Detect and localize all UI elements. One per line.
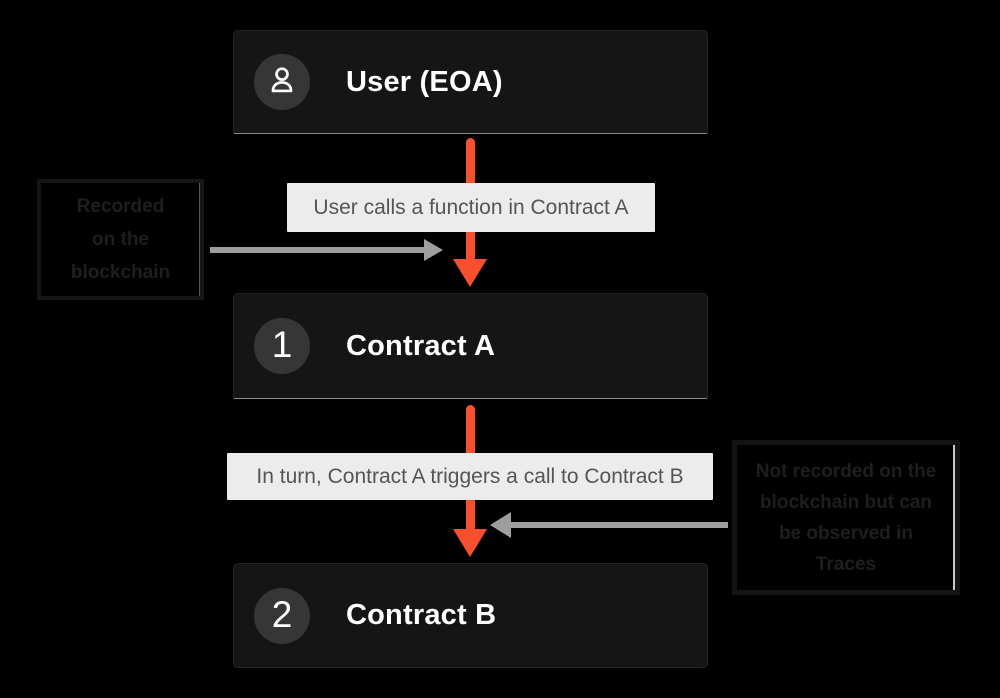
step-number: 1 — [271, 324, 293, 365]
annotation-line: Not recorded on the — [755, 460, 937, 482]
step-badge-2: 2 — [254, 587, 310, 644]
annotation-line: be observed in — [778, 522, 914, 544]
person-icon — [266, 64, 298, 101]
annotation-arrow-right-shaft — [511, 522, 728, 528]
step-number: 2 — [271, 593, 293, 635]
annotation-line: blockchain — [70, 262, 171, 283]
step-badge-1: 1 — [254, 318, 310, 374]
annotation-arrow-right-arrowhead-icon — [490, 512, 511, 538]
annotation-line: on the — [92, 229, 149, 250]
user-avatar — [254, 54, 310, 110]
flow-label-2: In turn, Contract A triggers a call to C… — [227, 453, 713, 500]
node-contract-a: 1 Contract A — [233, 293, 708, 399]
flow-label-2-text: In turn, Contract A triggers a call to C… — [256, 464, 684, 488]
node-title-user: User (EOA) — [346, 65, 503, 98]
annotation-line: Traces — [815, 553, 877, 575]
flow-arrow-1-arrowhead-icon — [453, 259, 487, 287]
flow-arrow-2-arrowhead-icon — [453, 529, 487, 557]
annotation-line: blockchain but can — [759, 491, 933, 513]
annotation-note-right: Not recorded on the blockchain but can b… — [732, 440, 960, 595]
flow-label-1: User calls a function in Contract A — [287, 183, 655, 232]
flow-label-1-text: User calls a function in Contract A — [313, 195, 629, 219]
annotation-arrow-left-shaft — [210, 247, 425, 253]
node-title-contract-a: Contract A — [346, 329, 496, 362]
annotation-arrow-left-arrowhead-icon — [424, 239, 443, 261]
annotation-note-left: Recorded on the blockchain — [37, 179, 204, 300]
node-contract-b: 2 Contract B — [233, 563, 708, 668]
node-user-eoa: User (EOA) — [233, 30, 708, 134]
annotation-line: Recorded — [76, 196, 165, 217]
node-title-contract-b: Contract B — [346, 599, 497, 631]
